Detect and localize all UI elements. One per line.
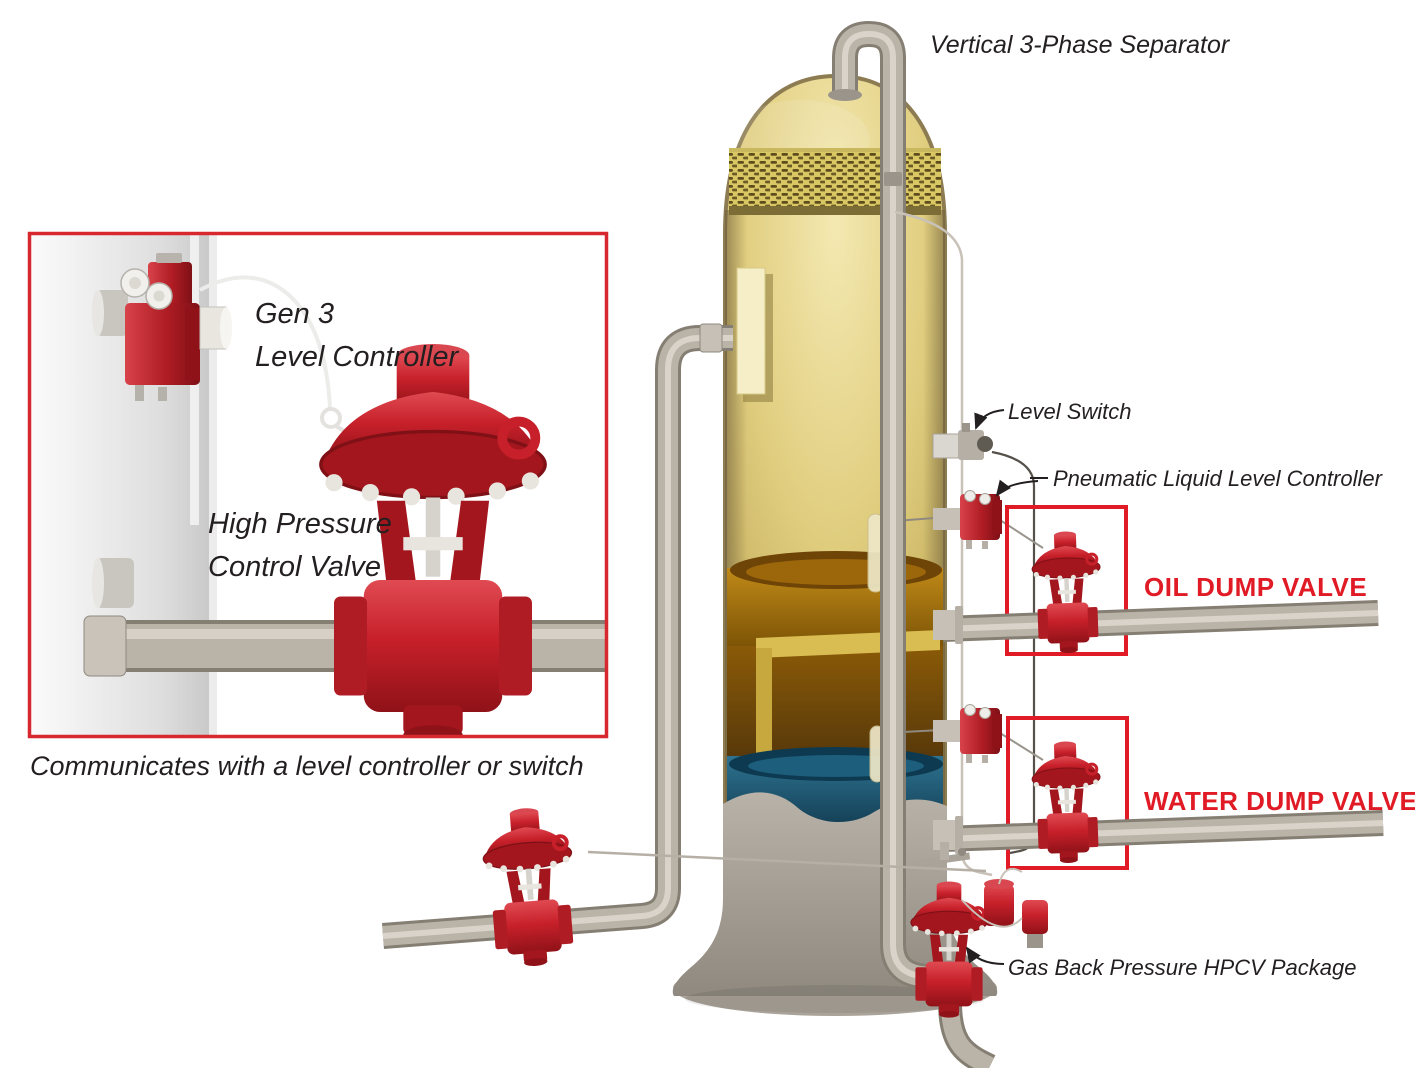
gen3-controller-label: Gen 3 Level Controller <box>255 293 458 379</box>
pneumatic-arrow <box>995 479 1039 497</box>
separator-vessel <box>672 73 998 1016</box>
hp-line2: Control Valve <box>208 551 382 583</box>
water-dump-pipe <box>942 810 1384 852</box>
hp-valve-label: High Pressure Control Valve <box>208 503 392 589</box>
oil-dump-valve <box>1029 528 1105 656</box>
level-switch-device <box>932 423 993 460</box>
water-dump-valve-text: WATER DUMP VALVE <box>1144 786 1415 816</box>
oil-dump-valve-box <box>1005 505 1128 656</box>
oil-weir-bucket <box>727 630 943 764</box>
pneumatic-level-controller-lower <box>959 704 1003 764</box>
pneumatic-controller-label: Pneumatic Liquid Level Controller <box>1053 466 1382 492</box>
gas-back-pressure-text: Gas Back Pressure HPCV Package <box>1008 955 1357 980</box>
level-switch-text: Level Switch <box>1008 399 1132 424</box>
mist-extractor <box>729 148 941 215</box>
water-dump-valve-label: WATER DUMP VALVE <box>1144 786 1415 817</box>
inset-caption-text: Communicates with a level controller or … <box>30 751 584 781</box>
inset-border <box>27 231 609 739</box>
pneumatic-level-controller-upper <box>959 490 1003 550</box>
hp-line1: High Pressure <box>208 508 392 540</box>
oil-dump-valve-label: OIL DUMP VALVE <box>1144 572 1367 603</box>
diagram-title-text: Vertical 3-Phase Separator <box>930 31 1230 59</box>
left-outlet-pipe <box>381 323 733 949</box>
oil-dump-pipe <box>942 600 1379 642</box>
gen3-line1: Gen 3 <box>255 298 334 330</box>
inset-illustration <box>31 235 605 735</box>
pressure-control-valve <box>477 802 583 972</box>
gas-outlet-pipe <box>828 20 932 990</box>
gas-back-pressure-arrow <box>965 946 1005 965</box>
vessel-skirt <box>672 792 998 996</box>
inset-caption: Communicates with a level controller or … <box>30 751 584 782</box>
oil-dump-valve-text: OIL DUMP VALVE <box>1144 572 1368 602</box>
gas-back-pressure-label: Gas Back Pressure HPCV Package <box>1008 955 1356 981</box>
pilot-regulators <box>961 868 1048 948</box>
gen3-line2: Level Controller <box>255 341 459 373</box>
callout-arrows <box>965 409 1048 965</box>
gen3-level-controller <box>120 253 232 401</box>
pneumatic-controller-text: Pneumatic Liquid Level Controller <box>1053 466 1382 491</box>
diagram-title: Vertical 3-Phase Separator <box>930 31 1229 60</box>
level-switch-label: Level Switch <box>1008 399 1132 425</box>
level-switch-arrow <box>974 409 1005 430</box>
gas-back-pressure-package <box>909 842 1048 1068</box>
inlet-diverter <box>736 267 773 402</box>
water-dump-valve-box <box>1006 716 1129 870</box>
